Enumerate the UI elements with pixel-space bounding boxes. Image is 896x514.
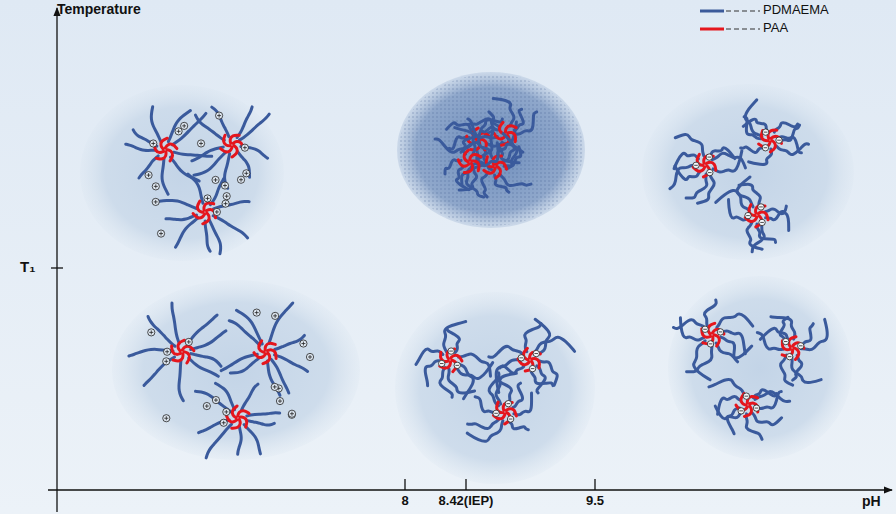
positive-charge <box>243 170 250 177</box>
positive-charge <box>150 140 157 147</box>
negative-charge <box>759 219 765 225</box>
positive-charge <box>288 410 295 417</box>
negative-charge <box>702 326 708 332</box>
micelle <box>192 107 269 188</box>
positive-charge <box>253 309 260 316</box>
negative-charge <box>758 204 764 210</box>
positive-charge <box>212 176 219 183</box>
positive-charge <box>163 358 170 365</box>
positive-charge <box>203 402 210 409</box>
tick-label: 9.5 <box>586 494 604 509</box>
positive-charge <box>223 408 230 415</box>
positive-charge <box>152 198 159 205</box>
axis-title: pH <box>862 493 881 509</box>
positive-charge <box>175 128 182 135</box>
positive-charge <box>204 195 211 202</box>
positive-charge <box>197 140 204 147</box>
positive-charge <box>164 348 171 355</box>
negative-charge <box>738 408 744 414</box>
micelle <box>467 373 531 441</box>
positive-charge <box>181 122 188 129</box>
micelle <box>673 300 752 380</box>
negative-charge <box>693 162 699 168</box>
negative-charge <box>753 405 759 411</box>
negative-charge <box>743 393 749 399</box>
negative-charge <box>518 355 524 361</box>
micelle <box>716 177 789 252</box>
negative-charge <box>762 129 768 135</box>
micelle <box>709 379 790 439</box>
positive-charge <box>185 338 192 345</box>
micelle <box>156 174 249 254</box>
positive-charge <box>271 383 278 390</box>
micelle <box>221 303 307 395</box>
positive-charge <box>222 200 229 207</box>
micelle <box>445 128 498 198</box>
negative-charge <box>529 365 535 371</box>
tick-label: 8.42(IEP) <box>439 494 494 509</box>
micelle <box>195 383 279 458</box>
legend-samples <box>700 11 760 29</box>
positive-charge <box>216 112 223 119</box>
negative-charge <box>533 350 539 356</box>
temperature-mark: T₁ <box>20 258 35 275</box>
negative-charge <box>786 353 792 359</box>
negative-charge <box>776 137 782 143</box>
positive-charge <box>276 397 283 404</box>
positive-charge <box>300 340 307 347</box>
micelle <box>670 134 746 203</box>
positive-charge <box>148 329 155 336</box>
positive-charge <box>237 176 244 183</box>
positive-charge <box>213 208 220 215</box>
positive-charge <box>212 396 219 403</box>
negative-charge <box>717 329 723 335</box>
legend-label: PAA <box>763 21 788 36</box>
negative-charge <box>762 145 768 151</box>
negative-charge <box>707 341 713 347</box>
micelle <box>129 303 226 401</box>
micelles <box>126 99 828 458</box>
micelle <box>468 99 537 170</box>
positive-charge <box>272 312 279 319</box>
positive-charge <box>145 172 152 179</box>
negative-charge <box>439 360 445 366</box>
negative-charge <box>798 343 804 349</box>
positive-charge <box>152 183 159 190</box>
negative-charge <box>493 410 499 416</box>
axes <box>48 8 892 512</box>
positive-charge <box>241 144 248 151</box>
negative-charge <box>454 362 460 368</box>
region-ellipses <box>80 72 854 484</box>
negative-charge <box>707 169 713 175</box>
legend-label: PDMAEMA <box>763 3 829 18</box>
negative-charge <box>706 154 712 160</box>
micelle <box>741 100 809 165</box>
positive-charge <box>221 182 228 189</box>
axis-title: Temperature <box>57 1 141 17</box>
negative-charge <box>745 212 751 218</box>
negative-charge <box>448 348 454 354</box>
micelle <box>757 317 827 385</box>
tick-label: 8 <box>401 494 408 509</box>
positive-charge <box>220 419 227 426</box>
negative-charge <box>505 400 511 406</box>
micelle <box>461 134 531 197</box>
micelle <box>416 322 493 399</box>
positive-charge <box>163 415 170 422</box>
negative-charge <box>507 416 513 422</box>
positive-charge <box>223 193 230 200</box>
positive-charge <box>306 353 313 360</box>
negative-charge <box>783 338 789 344</box>
positive-charge <box>157 230 164 237</box>
